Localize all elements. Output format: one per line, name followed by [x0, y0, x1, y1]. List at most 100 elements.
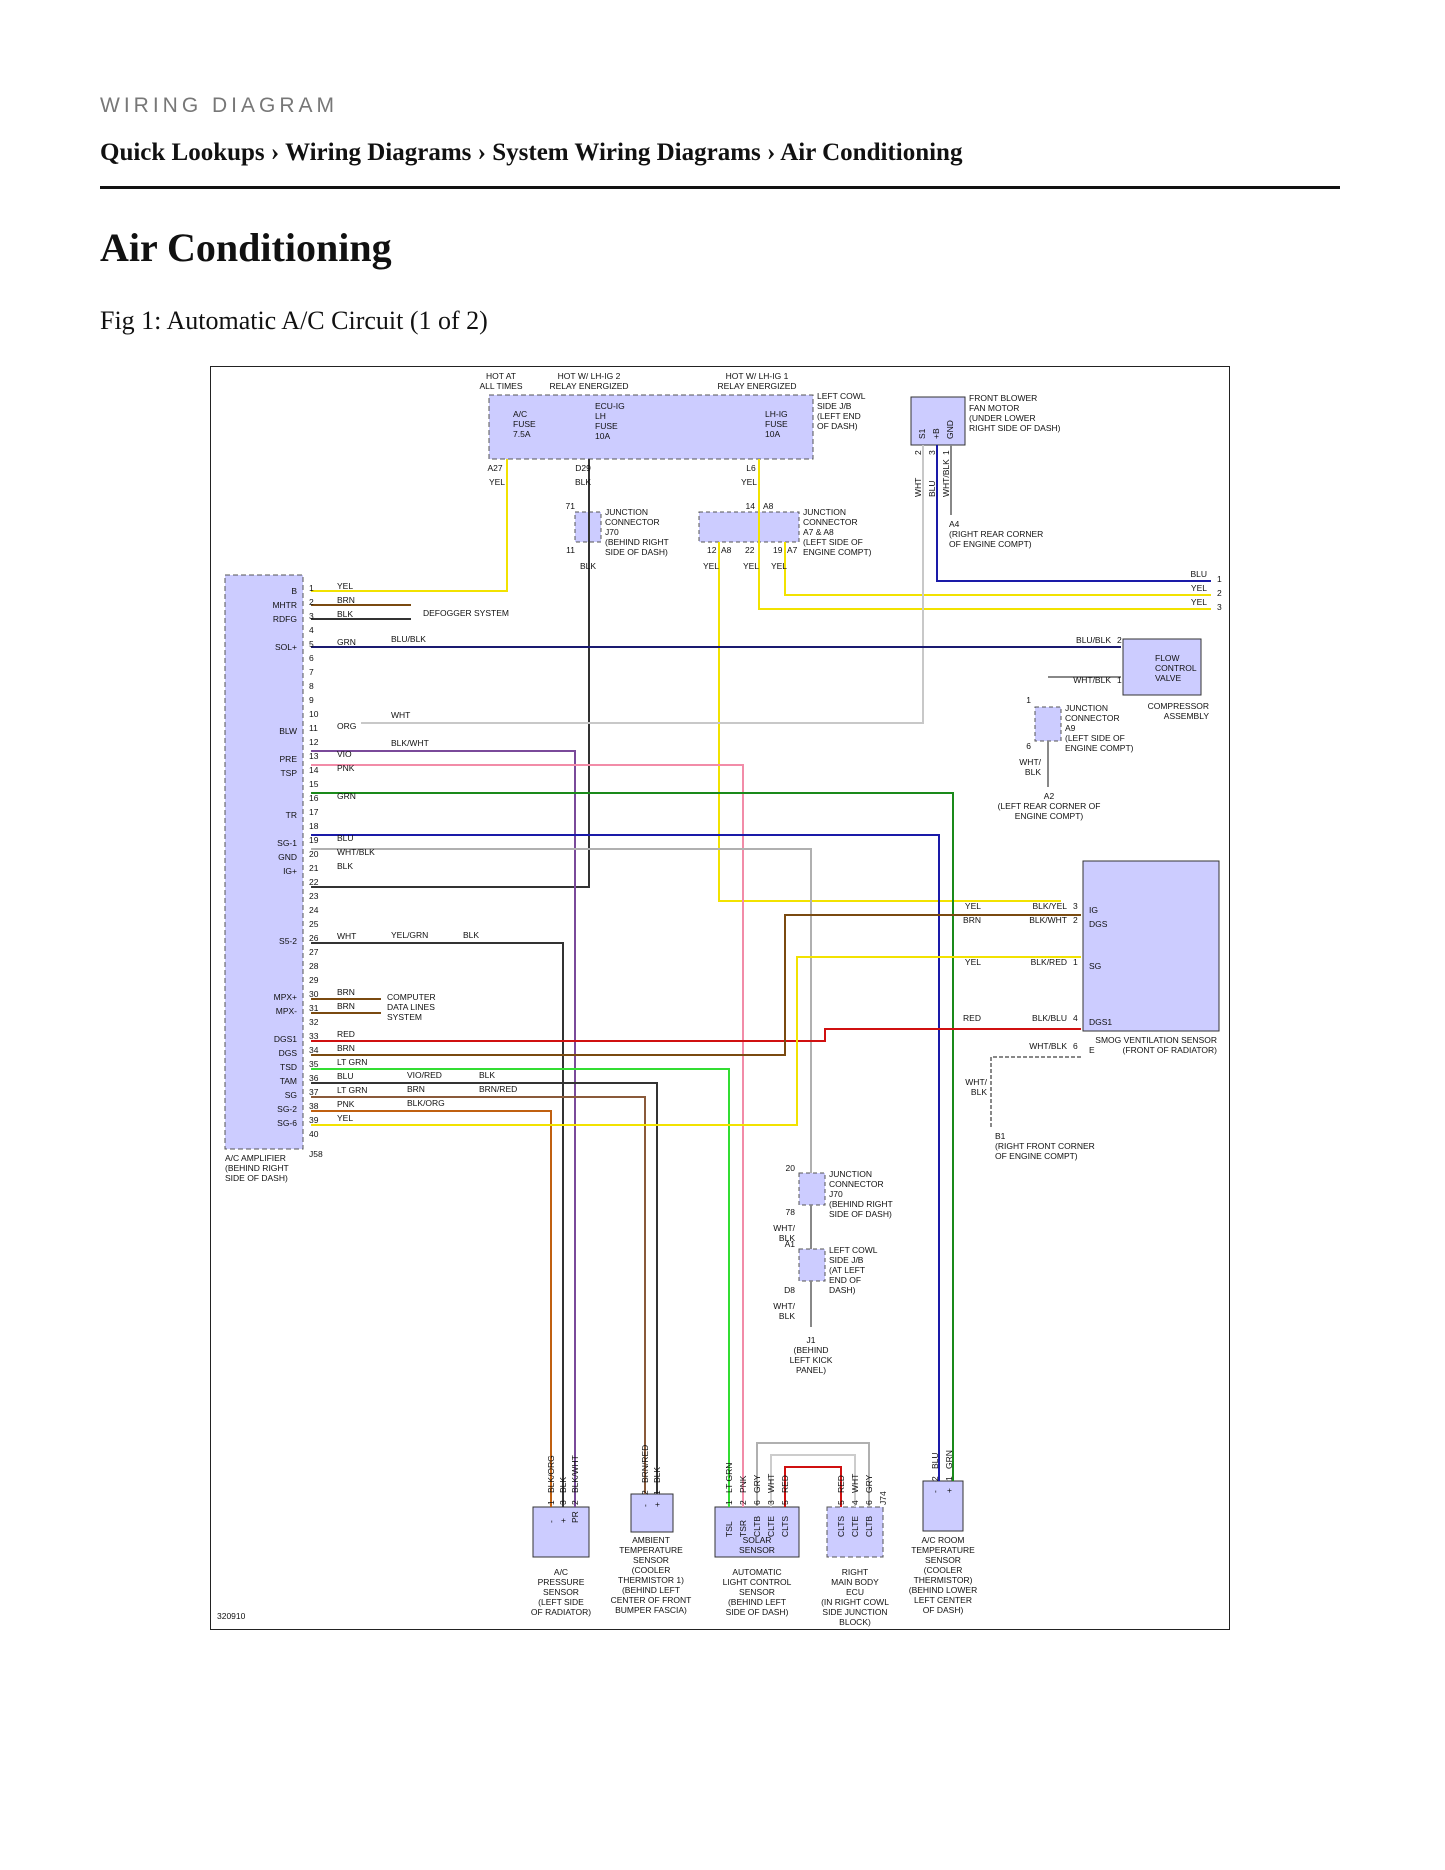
ground-j1-label: PANEL)	[796, 1365, 826, 1375]
wire-color-label: BLU	[927, 480, 937, 497]
pin-label: 1	[944, 1476, 954, 1481]
wire-wht-blower	[361, 445, 924, 724]
amplifier-wire-color: VIO	[337, 749, 352, 759]
smog-terminal-label: E	[1089, 1045, 1095, 1055]
amplifier-pin-number: 20	[309, 849, 319, 859]
pin-label: 12	[707, 545, 717, 555]
wire-color-label: BLK	[779, 1311, 795, 1321]
wire-color-label: GRY	[752, 1474, 762, 1493]
ac-fuse-label: FUSE	[513, 419, 536, 429]
pin-label: A8	[763, 501, 774, 511]
wire-color-label: YEL	[1191, 583, 1207, 593]
pin-label: 2	[640, 1490, 650, 1495]
wire-color-label: WHT	[766, 1474, 776, 1493]
left-cowl-jb-box	[488, 394, 814, 460]
amplifier-pin-number: 6	[309, 653, 314, 663]
lh-ig-fuse-label: LH-IG	[765, 409, 788, 419]
ac-room-temperature-sensor-label: LEFT CENTER	[914, 1595, 972, 1605]
amplifier-terminal-name: TAM	[280, 1076, 297, 1086]
blower-terminal-label: +B	[931, 428, 941, 439]
pin-label: 6	[1026, 741, 1031, 751]
solar-sensor-inner-label: SOLAR	[743, 1535, 772, 1545]
amplifier-wire-color: BLU	[337, 1071, 354, 1081]
terminal-label: CLTE	[850, 1516, 860, 1537]
wire-color-label: WHT/	[1019, 757, 1041, 767]
amplifier-terminal-name: BLW	[279, 726, 297, 736]
wire-color-label: RED	[963, 1013, 981, 1023]
wire-yel-a7-19	[784, 542, 1211, 596]
computer-data-lines-label: SYSTEM	[387, 1012, 422, 1022]
wire-color-label: GRN	[944, 1450, 954, 1469]
wire-color-label: BRN	[963, 915, 981, 925]
amplifier-pin-number: 27	[309, 947, 319, 957]
smog-sensor-label: SMOG VENTILATION SENSOR	[1095, 1035, 1217, 1045]
smog-terminal-label: SG	[1089, 961, 1101, 971]
wire-color-label: BLK	[779, 1233, 795, 1243]
right-main-body-ecu-label: (IN RIGHT COWL	[821, 1597, 889, 1607]
blower-pin-label: 1	[941, 450, 951, 455]
amplifier-wire-color: ORG	[337, 721, 356, 731]
smog-sensor-label: (FRONT OF RADIATOR)	[1123, 1045, 1218, 1055]
wire-color-label: BLK/WHT	[570, 1455, 580, 1493]
defogger-system-label: DEFOGGER SYSTEM	[423, 608, 509, 618]
breadcrumb-item-air-conditioning[interactable]: Air Conditioning	[780, 139, 963, 166]
lh-ig-fuse-label: 10A	[765, 429, 780, 439]
front-blower-motor-label: (UNDER LOWER	[969, 413, 1036, 423]
ground-b1-label: B1	[995, 1131, 1006, 1141]
amplifier-pin-number: 35	[309, 1059, 319, 1069]
automatic-light-control-sensor-label: AUTOMATIC	[732, 1567, 781, 1577]
pin-label: 2	[930, 1476, 940, 1481]
pin-label: 4	[1073, 1013, 1078, 1023]
pin-label: 1	[1026, 695, 1031, 705]
amplifier-wire-color: BRN	[337, 987, 355, 997]
hot-lh-ig2-label: HOT W/ LH-IG 2	[558, 371, 621, 381]
pressure-sensor-box	[532, 1506, 590, 1558]
terminal-label: CLTS	[780, 1516, 790, 1537]
pin-label: 2	[1217, 588, 1222, 598]
amplifier-terminal-name: TSP	[280, 768, 297, 778]
wire-blu-blower	[936, 445, 1211, 582]
ground-a4-label: (RIGHT REAR CORNER	[949, 529, 1043, 539]
left-cowl-jb-label: OF DASH)	[817, 421, 858, 431]
wire-color-label: YEL	[965, 957, 981, 967]
wire-color-label: BLK	[558, 1477, 568, 1493]
breadcrumb-item-wiring-diagrams[interactable]: Wiring Diagrams	[285, 139, 472, 166]
ac-amplifier-label: (BEHIND RIGHT	[225, 1163, 289, 1173]
front-blower-motor-label: RIGHT SIDE OF DASH)	[969, 423, 1061, 433]
ac-fuse-label: 7.5A	[513, 429, 531, 439]
right-main-body-ecu-label: ECU	[846, 1587, 864, 1597]
wire-color-label: YEL	[771, 561, 787, 571]
pin-l6-label: L6	[746, 463, 756, 473]
a9-junction-label: A9	[1065, 723, 1076, 733]
terminal-label: +	[944, 1488, 954, 1493]
hot-lh-ig1-label: RELAY ENERGIZED	[717, 381, 796, 391]
wire-color-label: WHT/	[773, 1301, 795, 1311]
ac-amplifier-label: SIDE OF DASH)	[225, 1173, 288, 1183]
j70-top-label: J70	[605, 527, 619, 537]
amplifier-pin-number: 26	[309, 933, 319, 943]
ambient-temperature-sensor-label: (BEHIND LEFT	[622, 1585, 680, 1595]
ecu-ig-fuse-label: 10A	[595, 431, 610, 441]
amplifier-wire-color: BLK	[337, 609, 353, 619]
amplifier-pin-number: 39	[309, 1115, 319, 1125]
blower-pin-label: 3	[927, 450, 937, 455]
wire-blk-tam	[311, 1082, 658, 1494]
pin-label: 4	[850, 1500, 860, 1505]
ground-b1-label: (RIGHT FRONT CORNER	[995, 1141, 1095, 1151]
jb-lower-label: (AT LEFT	[829, 1265, 865, 1275]
breadcrumb-item-quick-lookups[interactable]: Quick Lookups	[100, 139, 265, 166]
breadcrumb-item-system-wiring-diagrams[interactable]: System Wiring Diagrams	[492, 139, 761, 166]
amplifier-wire-color: GRN	[337, 637, 356, 647]
lh-ig-fuse-label: FUSE	[765, 419, 788, 429]
amplifier-pin-number: 15	[309, 779, 319, 789]
wire-color-label: BLK/WHT	[1029, 915, 1067, 925]
wire-color-label: WHT/BLK	[1073, 675, 1111, 685]
right-main-body-ecu-label: BLOCK)	[839, 1617, 871, 1627]
wire-color-label: WHT	[850, 1474, 860, 1493]
ac-room-temperature-sensor-label: (COOLER	[924, 1565, 963, 1575]
wire-gry-cltb	[756, 1442, 870, 1507]
wire-color-label: WHT/BLK	[1029, 1041, 1067, 1051]
terminal-label: CLTB	[864, 1516, 874, 1537]
pin-label: 78	[786, 1207, 796, 1217]
